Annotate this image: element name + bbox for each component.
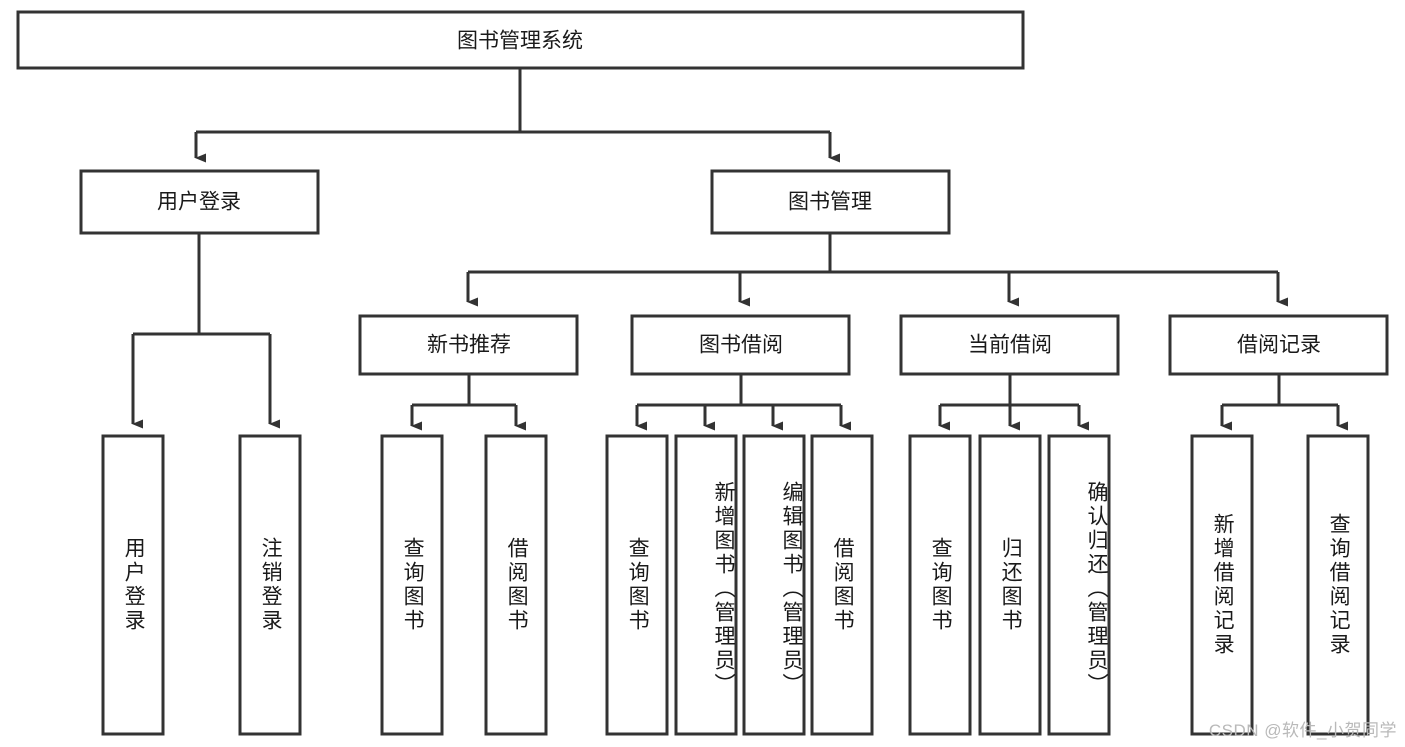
node-current-borrow-label: 当前借阅	[968, 334, 1052, 357]
node-root-box[interactable]	[16, 10, 1025, 70]
node-root-label: 图书管理系统	[457, 30, 583, 53]
node-newbook-box[interactable]	[358, 314, 579, 376]
leaf-box-query-book-current[interactable]	[908, 434, 972, 736]
watermark-text: CSDN @软件_小贺同学	[1208, 721, 1397, 740]
node-newbook-label: 新书推荐	[427, 334, 511, 357]
node-borrow-box[interactable]	[630, 314, 851, 376]
node-borrow-record-label: 借阅记录	[1237, 334, 1321, 357]
leaf-box-add-borrow-record[interactable]	[1190, 434, 1254, 736]
node-book-mgmt-label: 图书管理	[788, 191, 872, 214]
leaf-box-confirm-return-admin[interactable]	[1047, 434, 1111, 736]
node-user-login-label: 用户登录	[157, 191, 241, 214]
leaf-box-logout[interactable]	[238, 434, 302, 736]
leaf-box-add-book-admin[interactable]	[674, 434, 738, 736]
leaf-box-return-book[interactable]	[978, 434, 1042, 736]
node-book-mgmt-box[interactable]	[710, 169, 951, 235]
leaf-box-query-book-newbook[interactable]	[380, 434, 444, 736]
leaf-box-borrow-book-newbook[interactable]	[484, 434, 548, 736]
node-current-borrow-box[interactable]	[899, 314, 1120, 376]
node-borrow-label: 图书借阅	[699, 334, 783, 357]
leaf-box-edit-book-admin[interactable]	[742, 434, 806, 736]
leaf-box-query-book-borrow[interactable]	[605, 434, 669, 736]
leaf-box-query-borrow-record[interactable]	[1306, 434, 1370, 736]
leaf-box-user-login[interactable]	[101, 434, 165, 736]
leaf-box-borrow-book[interactable]	[810, 434, 874, 736]
node-borrow-record-box[interactable]	[1168, 314, 1389, 376]
